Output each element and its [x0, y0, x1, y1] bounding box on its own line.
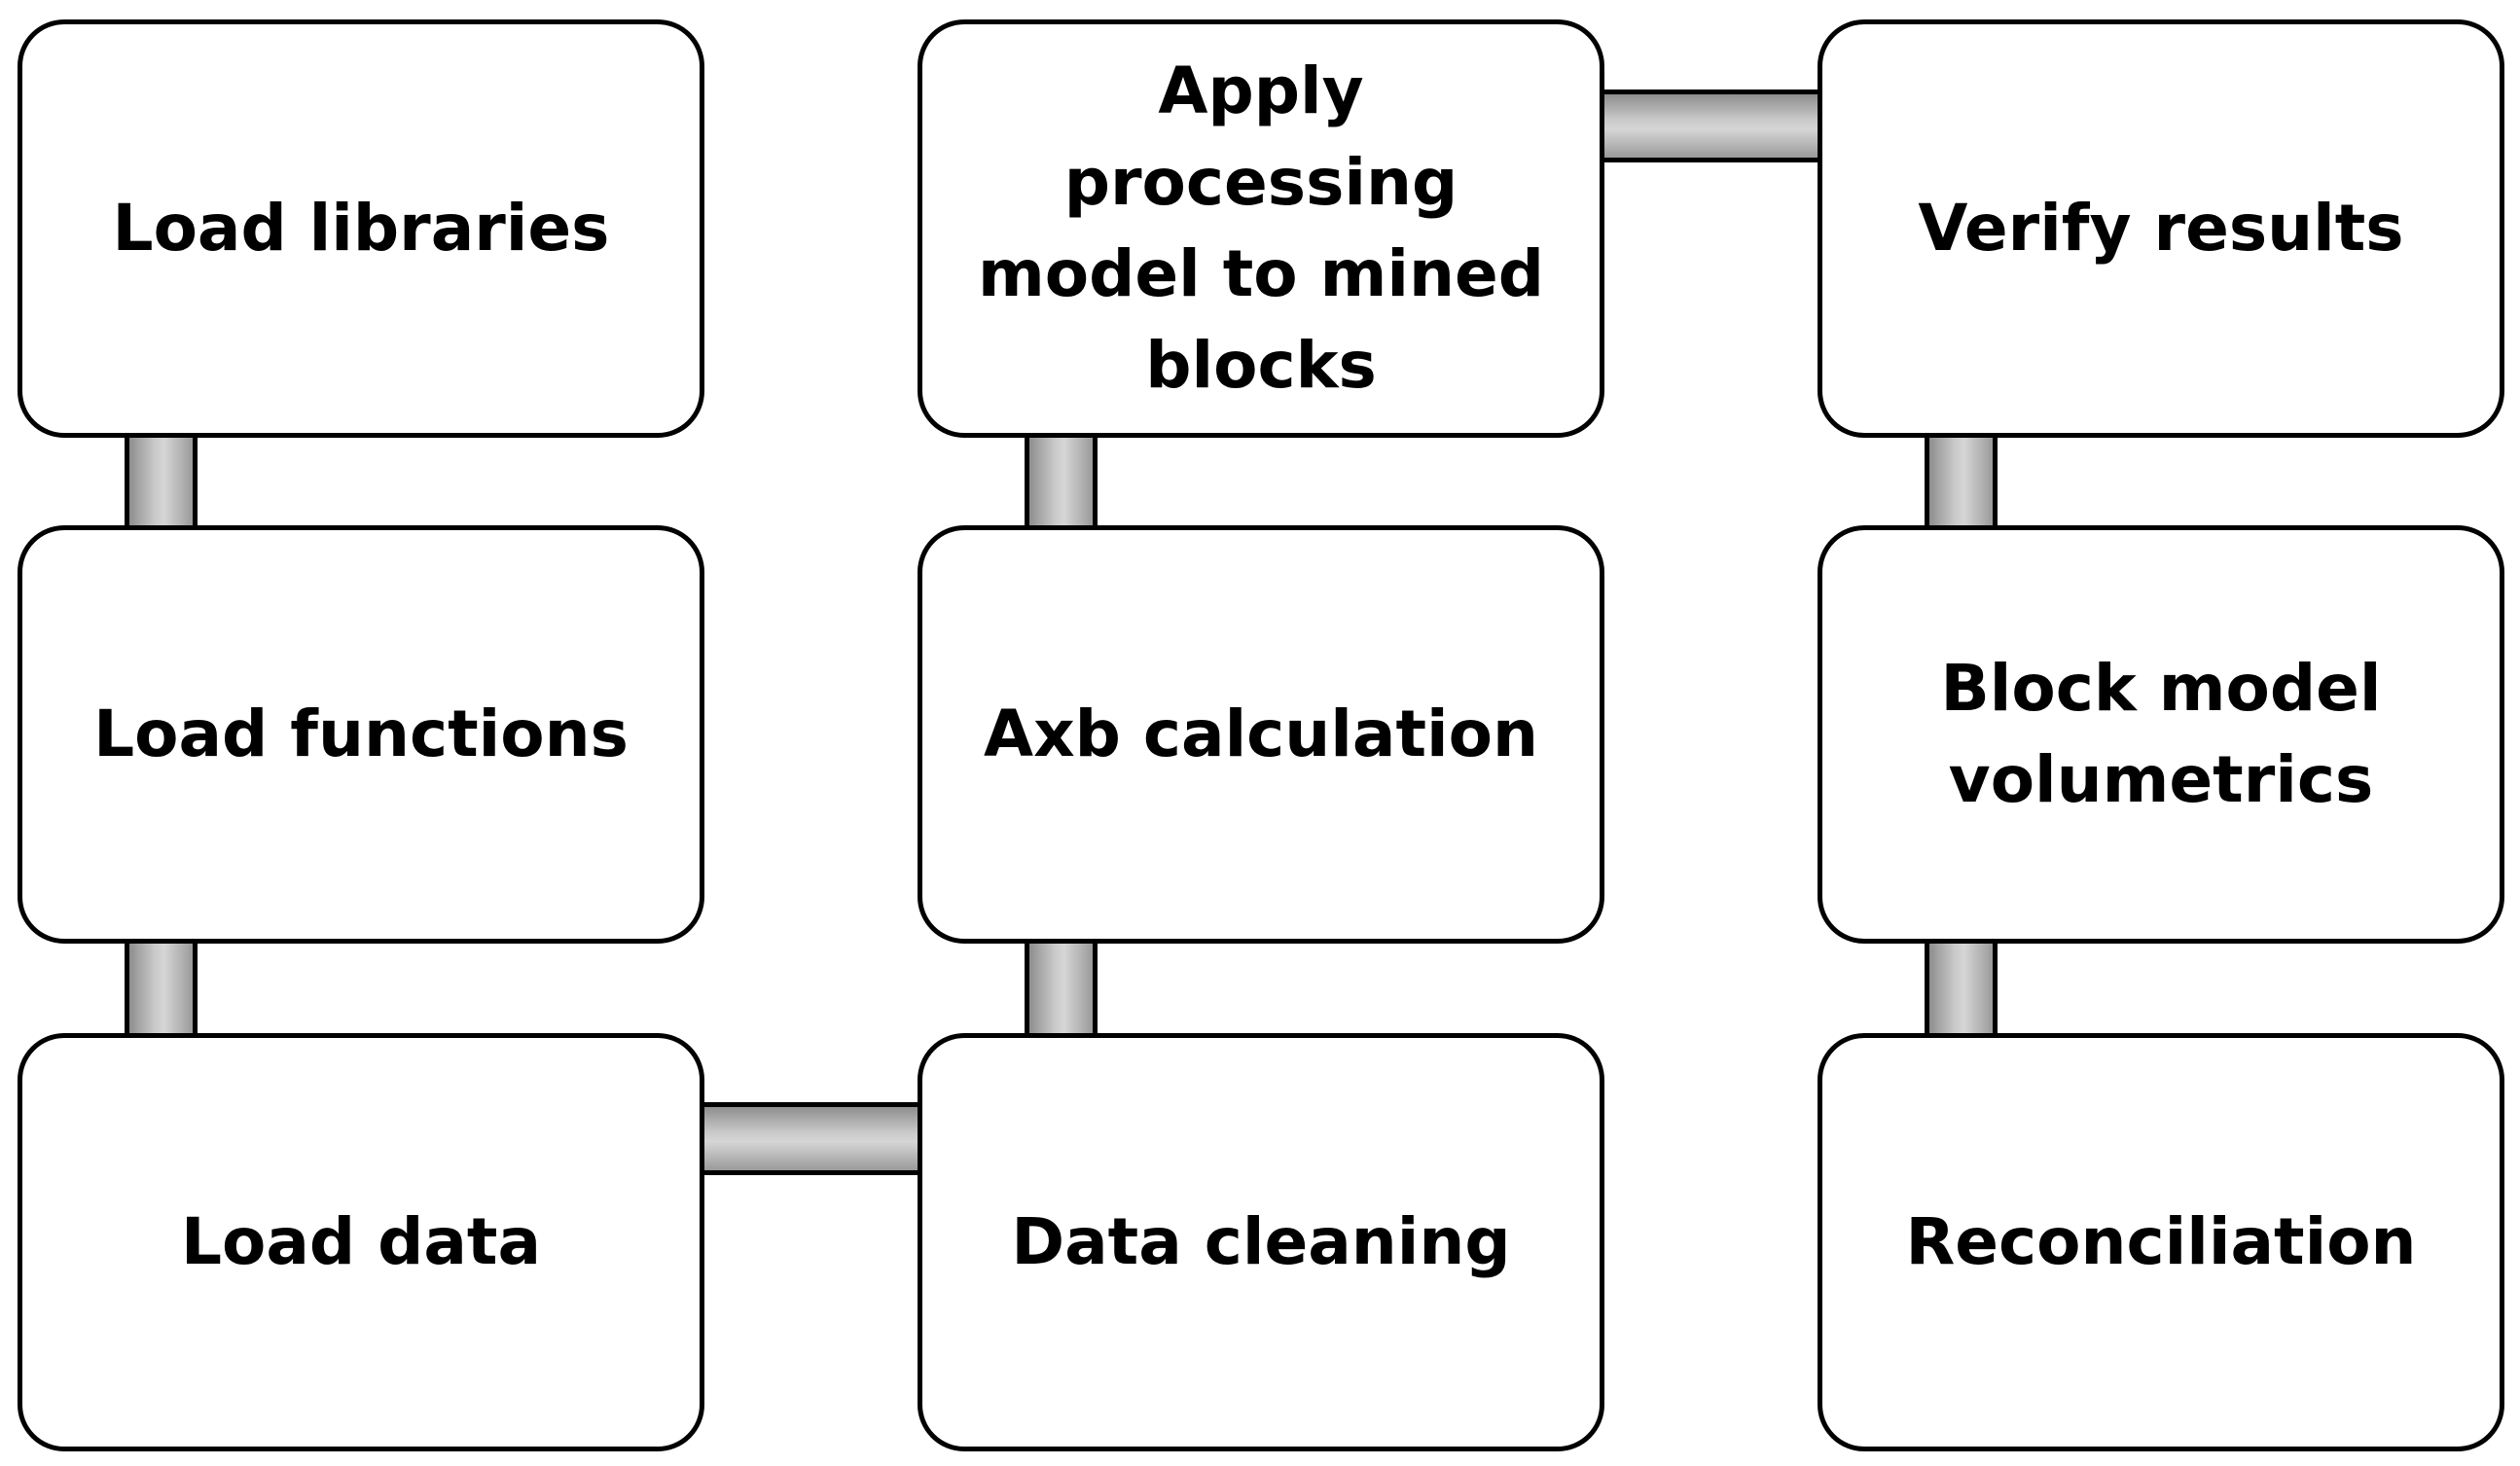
step-label: Verify results	[1918, 191, 2404, 266]
connector-load-functions-to-load-data	[125, 939, 198, 1038]
step-load-libraries: Load libraries	[18, 19, 704, 438]
step-block-model-volumetrics: Block model volumetrics	[1818, 525, 2504, 944]
step-label: Load data	[180, 1204, 542, 1279]
connector-block-model-volumetrics-to-reconciliation	[1925, 939, 1998, 1038]
step-label: Apply processing model to mined blocks	[978, 54, 1544, 403]
step-label: Load functions	[93, 697, 629, 771]
connector-axb-calculation-to-apply-processing-model	[1025, 433, 1098, 530]
connector-load-data-to-data-cleaning	[700, 1102, 922, 1175]
step-axb-calculation: Axb calculation	[918, 525, 1604, 944]
step-label: Reconciliation	[1905, 1204, 2417, 1279]
connector-verify-results-to-block-model-volumetrics	[1925, 433, 1998, 530]
step-reconciliation: Reconciliation	[1818, 1033, 2504, 1451]
step-verify-results: Verify results	[1818, 19, 2504, 438]
step-data-cleaning: Data cleaning	[918, 1033, 1604, 1451]
step-label: Load libraries	[112, 191, 610, 266]
step-label: Block model volumetrics	[1940, 651, 2382, 817]
connector-load-libraries-to-load-functions	[125, 433, 198, 530]
step-label: Axb calculation	[984, 697, 1538, 771]
connector-data-cleaning-to-axb-calculation	[1025, 939, 1098, 1038]
step-load-data: Load data	[18, 1033, 704, 1451]
step-apply-processing-model: Apply processing model to mined blocks	[918, 19, 1604, 438]
step-label: Data cleaning	[1011, 1204, 1511, 1279]
step-load-functions: Load functions	[18, 525, 704, 944]
connector-apply-processing-model-to-verify-results	[1600, 89, 1822, 162]
